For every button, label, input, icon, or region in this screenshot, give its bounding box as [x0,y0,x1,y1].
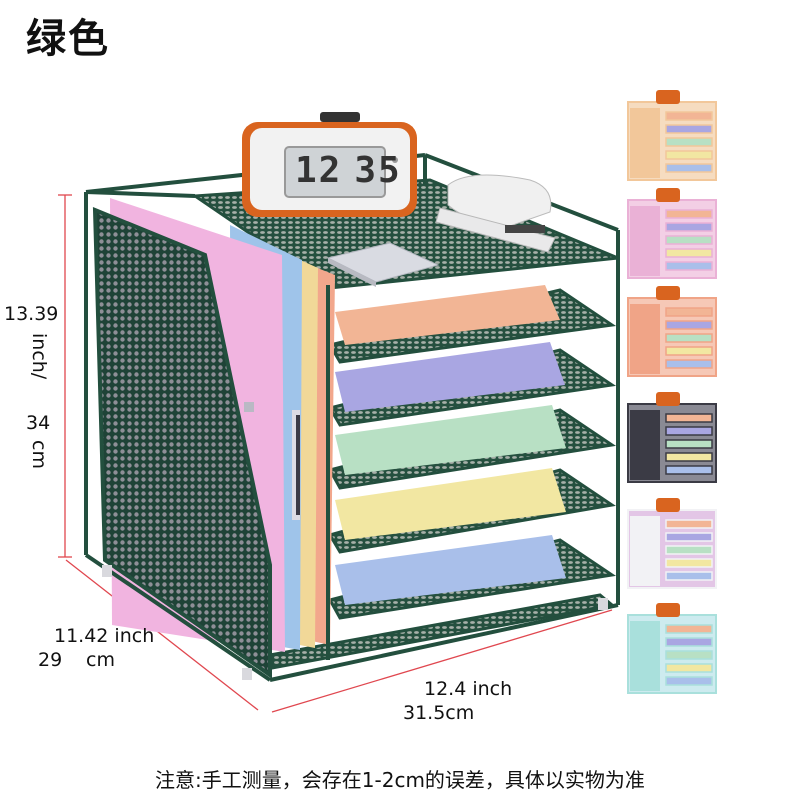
depth-cm: 29 [38,649,63,671]
paper-purple [335,342,565,412]
paper-blue [335,535,566,605]
color-variant-thumb[interactable] [627,392,717,483]
depth-inch: 11.42 inch [54,625,155,647]
measurement-note: 注意:手工测量，会存在1-2cm的误差，具体以实物为准 [155,768,645,792]
color-variant-thumb[interactable] [627,90,717,181]
paper-yellow [335,468,566,540]
width-cm: 31.5cm [403,702,475,724]
color-title: 绿色 [26,16,110,62]
shelves [268,285,617,670]
height-inch-unit: inch/ [28,333,50,380]
depth-cm-unit: cm [86,649,115,671]
height-cm-unit: cm [28,440,50,469]
height-cm: 34 [26,412,51,434]
paper-orange [335,285,560,345]
color-variant-thumb[interactable] [627,498,717,589]
dimension-lines [58,194,613,713]
power-bank [326,242,440,287]
clock-hours: 12 [295,150,343,191]
color-variant-thumb[interactable] [627,603,717,694]
width-inch: 12.4 inch [424,678,513,700]
clock-minutes: 35 [354,150,402,191]
height-inch: 13.39 [4,303,59,325]
stapler [435,174,556,253]
color-variant-thumb[interactable] [627,188,717,279]
front-frame [84,190,619,682]
color-variant-thumb[interactable] [627,286,717,377]
color-variants [627,90,717,694]
alarm-clock [242,112,417,217]
paper-green [335,405,566,475]
side-mesh-panel [92,206,272,679]
